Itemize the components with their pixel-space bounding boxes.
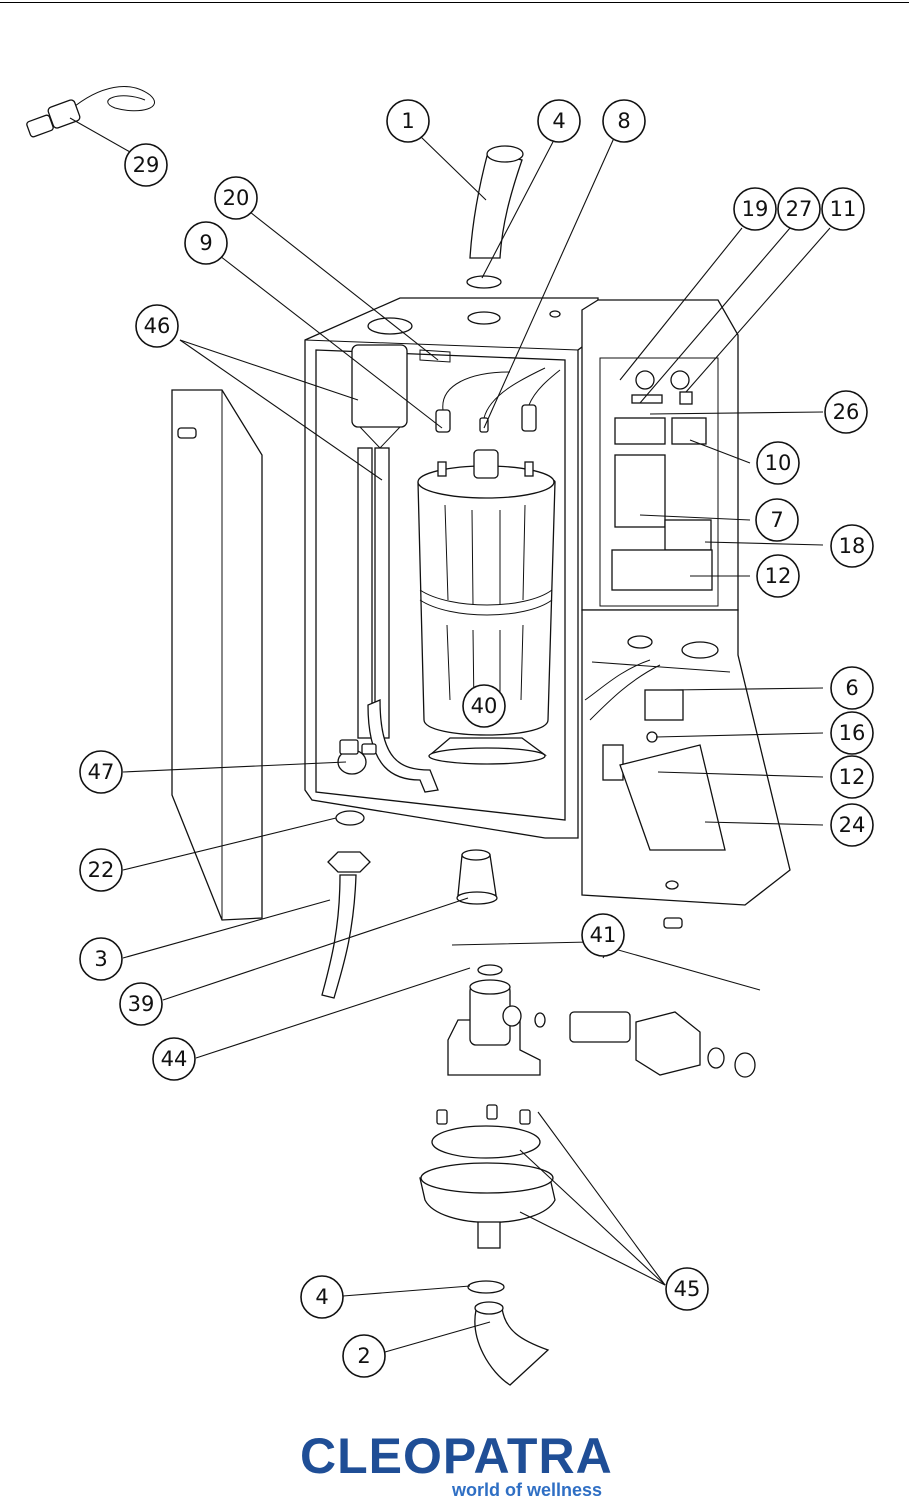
callout-46: 46 <box>135 304 179 348</box>
callout-6: 6 <box>830 666 874 710</box>
door-panel <box>171 389 263 921</box>
callout-26: 26 <box>824 390 868 434</box>
callout-29: 29 <box>124 143 168 187</box>
part-hose-top-1 <box>466 145 524 289</box>
svg-text:6: 6 <box>845 676 858 700</box>
top-rule <box>0 2 909 3</box>
svg-text:47: 47 <box>88 760 115 784</box>
svg-text:45: 45 <box>674 1277 701 1301</box>
part-pump-assembly-41 <box>447 941 761 1078</box>
callout-1: 1 <box>386 99 430 143</box>
cleopatra-logo: CLEOPATRA world of wellness <box>300 1428 613 1502</box>
lower-compartment <box>581 609 791 929</box>
callout-45: 45 <box>665 1267 709 1311</box>
svg-text:12: 12 <box>765 564 792 588</box>
callout-40: 40 <box>462 684 506 728</box>
svg-text:12: 12 <box>839 765 866 789</box>
svg-text:44: 44 <box>161 1047 188 1071</box>
part-sensor-29 <box>26 86 156 138</box>
callout-9: 9 <box>184 221 228 265</box>
svg-text:18: 18 <box>839 534 866 558</box>
part-drain-fitting-45 <box>419 1104 556 1386</box>
callout-4-bottom: 4 <box>300 1275 344 1319</box>
svg-text:9: 9 <box>199 231 212 255</box>
svg-text:8: 8 <box>617 109 630 133</box>
part-tubes-46 <box>351 344 439 793</box>
svg-text:22: 22 <box>88 858 115 882</box>
callout-12-lower: 12 <box>830 755 874 799</box>
callout-11: 11 <box>821 187 865 231</box>
exploded-parts-diagram: 29 1 4 8 20 9 46 19 27 11 26 10 7 18 12 … <box>26 86 874 1386</box>
svg-text:2: 2 <box>357 1344 370 1368</box>
callout-27: 27 <box>777 187 821 231</box>
svg-text:20: 20 <box>223 186 250 210</box>
callout-2: 2 <box>342 1334 386 1378</box>
callout-4-top: 4 <box>537 99 581 143</box>
parts-lower-left <box>321 810 498 999</box>
svg-text:7: 7 <box>770 508 783 532</box>
logo-wordmark: CLEOPATRA <box>300 1428 613 1484</box>
svg-text:41: 41 <box>590 923 617 947</box>
svg-text:16: 16 <box>839 721 866 745</box>
callout-47: 47 <box>79 750 123 794</box>
callout-41: 41 <box>581 913 625 957</box>
svg-text:39: 39 <box>128 992 155 1016</box>
callout-8: 8 <box>602 99 646 143</box>
svg-text:27: 27 <box>786 197 813 221</box>
svg-text:1: 1 <box>401 109 414 133</box>
svg-text:11: 11 <box>830 197 857 221</box>
electrical-panel <box>581 299 739 611</box>
part-steam-cylinder-40 <box>417 449 556 765</box>
callout-18: 18 <box>830 524 874 568</box>
svg-text:19: 19 <box>742 197 769 221</box>
callout-12-upper: 12 <box>756 554 800 598</box>
svg-text:4: 4 <box>315 1285 328 1309</box>
callout-39: 39 <box>119 982 163 1026</box>
svg-text:24: 24 <box>839 813 866 837</box>
svg-text:10: 10 <box>765 451 792 475</box>
svg-text:29: 29 <box>133 153 160 177</box>
callout-22: 22 <box>79 848 123 892</box>
logo-tagline: world of wellness <box>451 1480 602 1500</box>
svg-text:3: 3 <box>94 947 107 971</box>
callout-7: 7 <box>755 498 799 542</box>
svg-text:46: 46 <box>144 314 171 338</box>
svg-text:4: 4 <box>552 109 565 133</box>
callout-16: 16 <box>830 711 874 755</box>
callout-20: 20 <box>214 176 258 220</box>
callout-19: 19 <box>733 187 777 231</box>
callout-10: 10 <box>756 441 800 485</box>
callout-44: 44 <box>152 1037 196 1081</box>
callout-24: 24 <box>830 803 874 847</box>
svg-text:40: 40 <box>471 694 498 718</box>
part-valve-47 <box>337 739 377 775</box>
svg-text:26: 26 <box>833 400 860 424</box>
callout-3: 3 <box>79 937 123 981</box>
